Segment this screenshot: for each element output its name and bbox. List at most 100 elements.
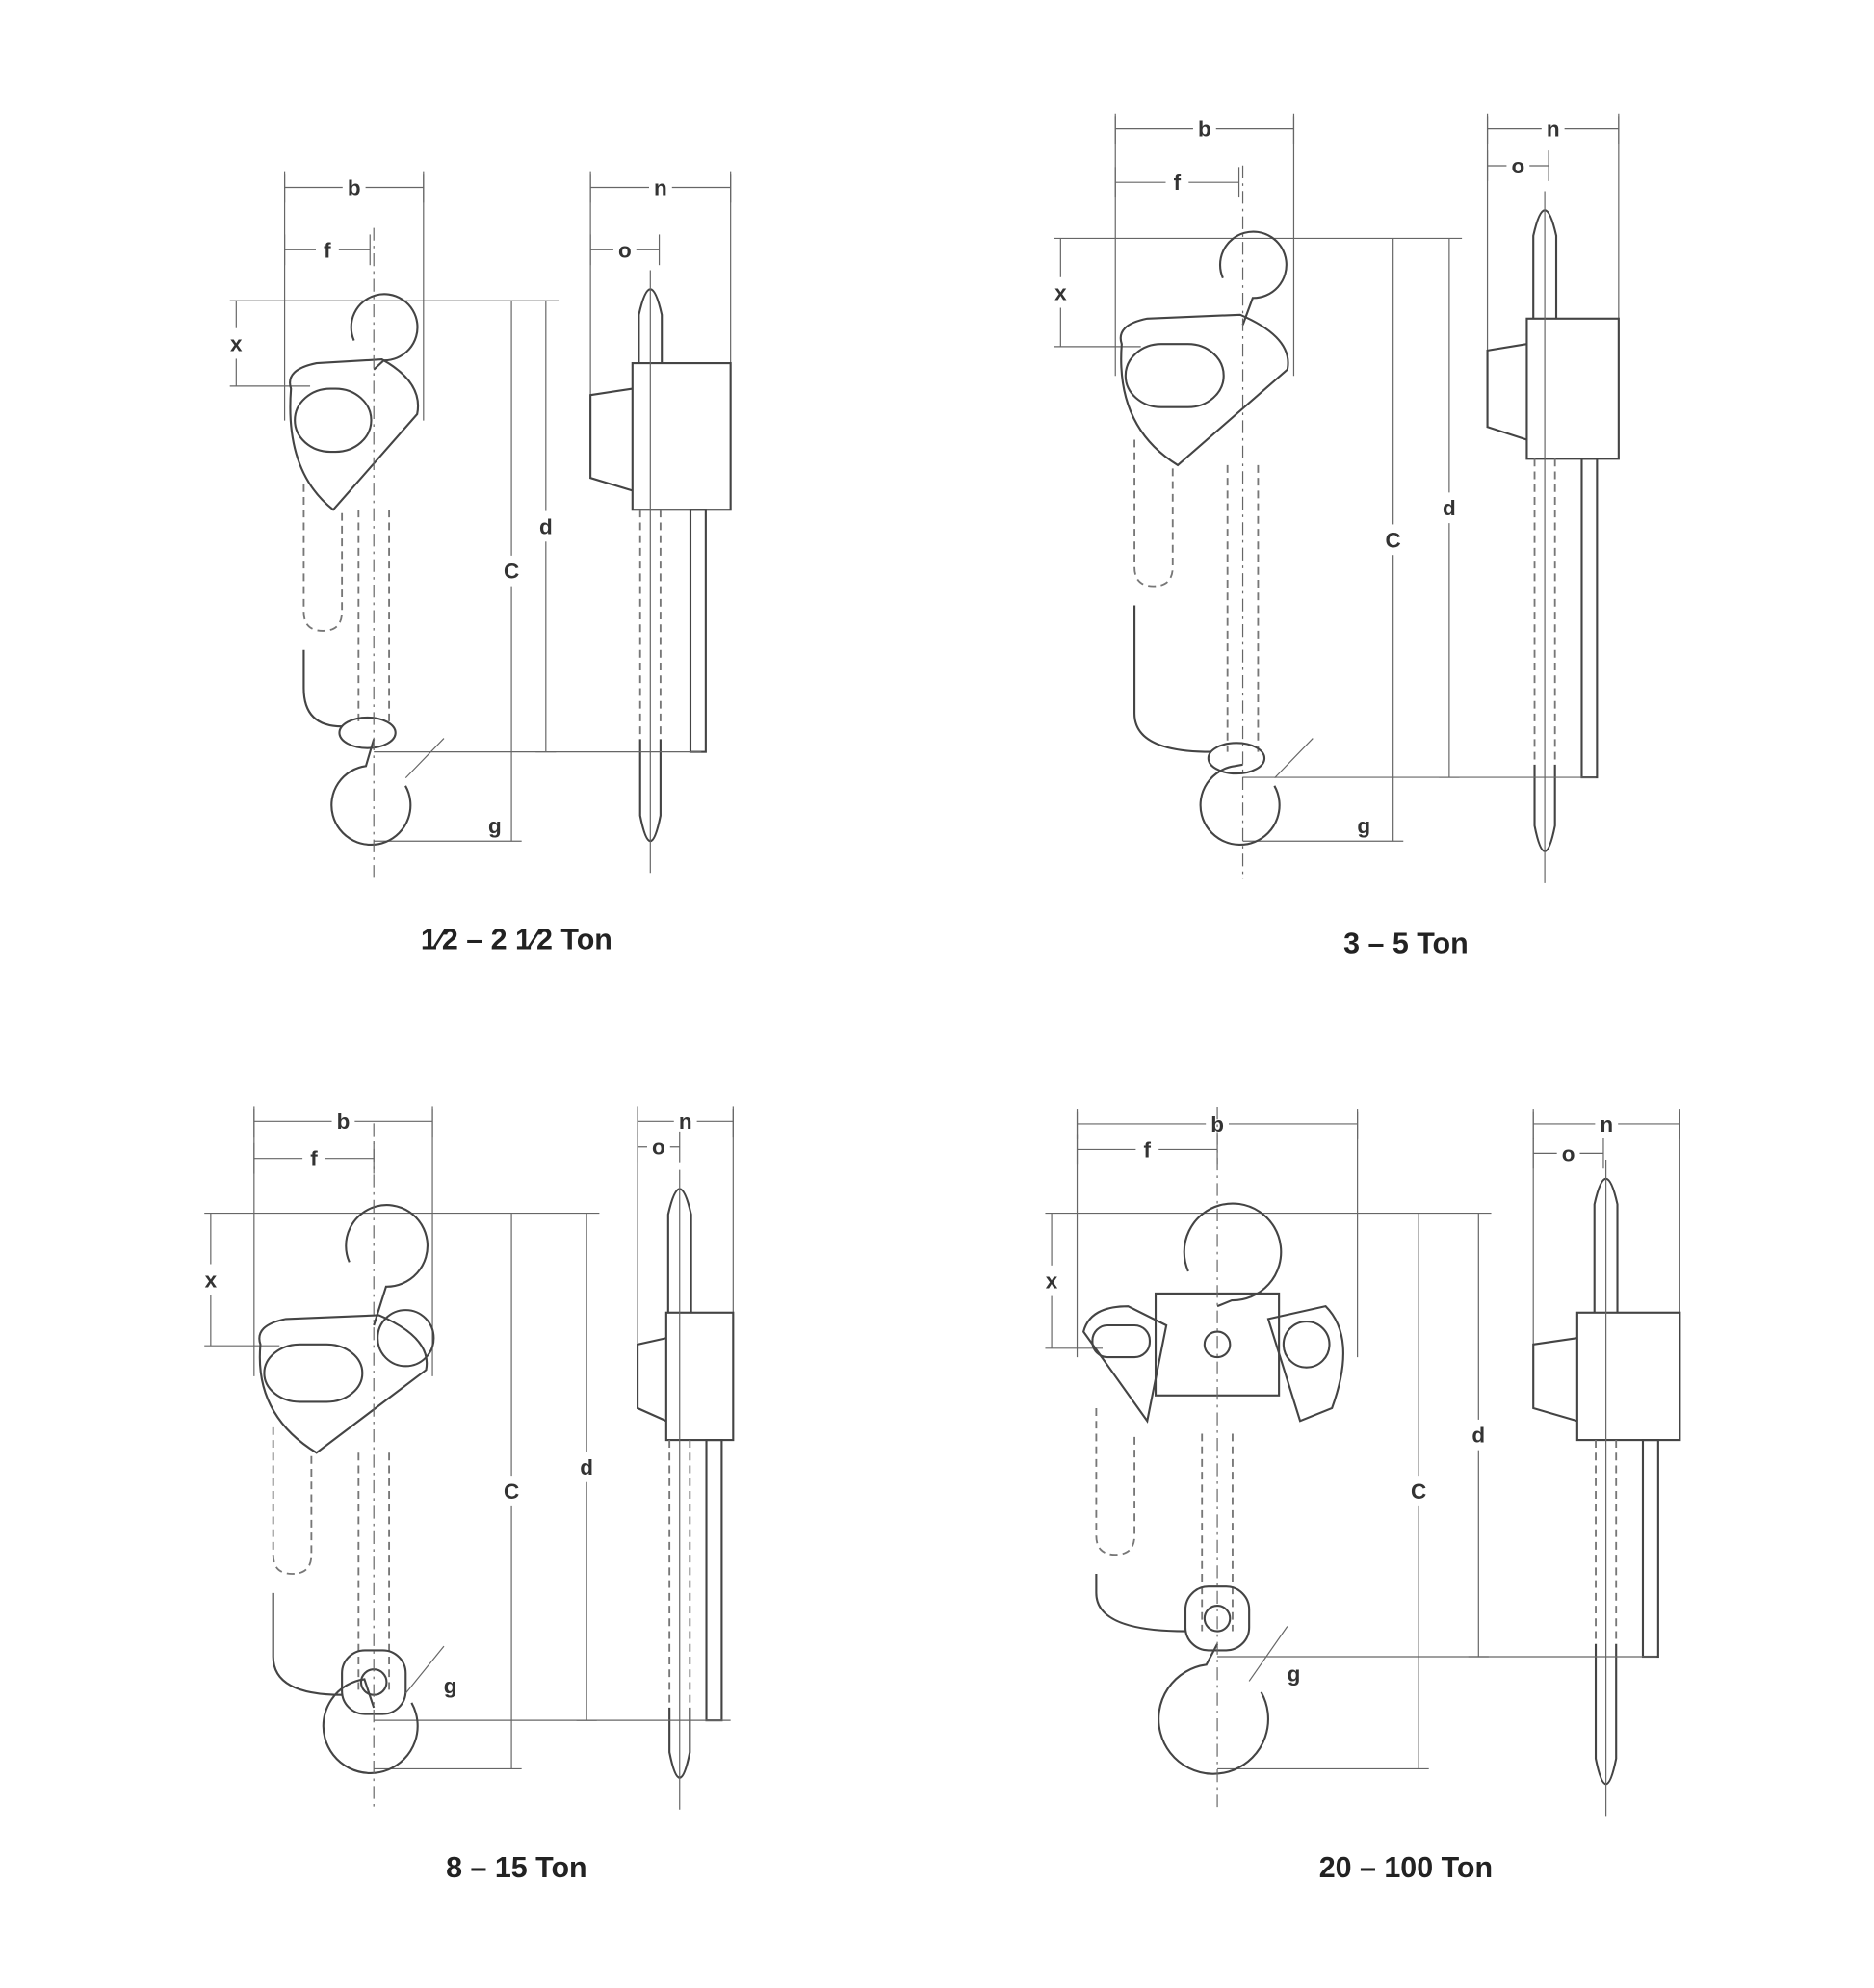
- dim-x-label: x: [1054, 281, 1067, 305]
- hand-chain-loop: [1095, 1408, 1136, 1556]
- dim-b-label: b: [1198, 118, 1211, 142]
- housing-oval-window: [1091, 1323, 1152, 1359]
- dim-g-line: [1274, 738, 1314, 779]
- dim-f-gap: [1135, 1137, 1159, 1163]
- hand-wheel-cover-side: [589, 387, 634, 492]
- hand-chain-side: [1641, 1439, 1659, 1659]
- dim-o-gap: [1506, 152, 1530, 179]
- hand-chain-loop: [302, 484, 344, 632]
- top-hook: [1183, 1202, 1283, 1308]
- dim-g-label: g: [1357, 814, 1370, 838]
- hand-chain-slack: [302, 649, 343, 728]
- caption-label: 1⁄2 – 2 1⁄2 Ton: [421, 924, 612, 956]
- caption-label: 3 – 5 Ton: [1343, 928, 1469, 960]
- dim-x-label: x: [205, 1268, 218, 1292]
- dim-o-gap: [1556, 1140, 1580, 1166]
- dim-d-label: d: [1443, 496, 1456, 520]
- housing-side: [1575, 1311, 1681, 1442]
- hand-chain-side: [689, 509, 707, 753]
- dim-o-label: o: [618, 238, 632, 262]
- dim-o-gap: [612, 237, 637, 263]
- dim-x-label: x: [230, 332, 243, 356]
- bottom-hook: [1199, 763, 1281, 847]
- side-view: no: [1439, 113, 1620, 883]
- dim-x-gap: [1048, 276, 1074, 308]
- dim-C-label: C: [1411, 1479, 1426, 1504]
- dim-b-label: b: [348, 175, 361, 199]
- dim-d-label: d: [1471, 1424, 1485, 1448]
- hand-chain-loop: [1133, 439, 1174, 588]
- dim-C-gap: [1380, 524, 1406, 556]
- swivel: [338, 716, 397, 749]
- dim-n-label: n: [654, 175, 667, 199]
- dim-g-label: g: [1288, 1661, 1301, 1686]
- dim-b-label: b: [337, 1110, 351, 1134]
- bottom-block-pin: [1203, 1605, 1232, 1633]
- hand-wheel-housing: [1119, 313, 1289, 467]
- gear-housing: [377, 1309, 435, 1368]
- dim-f-gap: [316, 237, 339, 263]
- dim-n-gap: [1541, 116, 1565, 142]
- top-hook: [1218, 230, 1288, 326]
- dim-f-label: f: [1144, 1138, 1152, 1162]
- caption-label: 8 – 15 Ton: [446, 1851, 587, 1884]
- hand-wheel-housing: [258, 1314, 429, 1454]
- hand-wheel-cover-side: [1532, 1337, 1578, 1423]
- gear-cover: [1282, 1320, 1331, 1369]
- dim-g-label: g: [444, 1674, 457, 1698]
- dim-n-label: n: [1600, 1112, 1613, 1137]
- bottom-hook: [1158, 1643, 1269, 1775]
- housing-oval-window: [1124, 343, 1225, 408]
- center-bolt: [1203, 1330, 1232, 1359]
- hand-wheel-housing: [1082, 1305, 1168, 1424]
- dim-x-label: x: [1046, 1269, 1058, 1294]
- dim-d-gap: [573, 1451, 600, 1482]
- dim-f-label: f: [1174, 170, 1182, 195]
- dim-C-gap: [1405, 1476, 1432, 1506]
- side-view: no: [576, 1106, 735, 1810]
- dim-f-label: f: [324, 238, 331, 262]
- dim-n-gap: [1595, 1111, 1619, 1138]
- hand-chain-side: [705, 1439, 723, 1722]
- dim-C-label: C: [1386, 528, 1401, 552]
- housing-oval-window: [294, 387, 373, 454]
- bottom-hook: [322, 1678, 419, 1774]
- front-view: b f xCd g: [1048, 113, 1463, 879]
- hand-chain-slack: [272, 1592, 343, 1696]
- dim-g-line: [404, 1645, 445, 1694]
- dim-n-gap: [648, 174, 672, 200]
- dim-o-label: o: [1511, 154, 1524, 178]
- hand-wheel-housing: [289, 358, 420, 511]
- hand-chain-slack: [1133, 605, 1211, 753]
- dim-o-gap: [647, 1134, 670, 1160]
- dim-f-gap: [1165, 169, 1189, 196]
- housing-side: [631, 362, 732, 511]
- housing-side: [664, 1311, 735, 1442]
- dim-C-gap: [498, 555, 525, 587]
- top-hook: [345, 1204, 429, 1326]
- dim-b-gap: [342, 174, 366, 200]
- hand-wheel-cover-side: [1486, 343, 1527, 441]
- dim-o-label: o: [652, 1136, 665, 1160]
- dim-x-gap: [1038, 1265, 1065, 1296]
- housing-side: [1525, 317, 1620, 460]
- hand-chain-loop: [272, 1426, 313, 1575]
- side-view: no: [1468, 1109, 1681, 1817]
- dim-n-label: n: [679, 1110, 692, 1134]
- dim-f-label: f: [310, 1147, 318, 1171]
- dim-x-gap: [223, 327, 249, 359]
- dim-d-gap: [533, 510, 560, 542]
- housing-oval-window: [263, 1343, 364, 1403]
- dim-d-label: d: [580, 1455, 593, 1479]
- bottom-hook: [330, 739, 412, 847]
- dim-g-line: [404, 738, 445, 779]
- dim-d-gap: [1436, 492, 1463, 524]
- hand-chain-side: [1580, 458, 1599, 779]
- swivel: [1207, 742, 1266, 775]
